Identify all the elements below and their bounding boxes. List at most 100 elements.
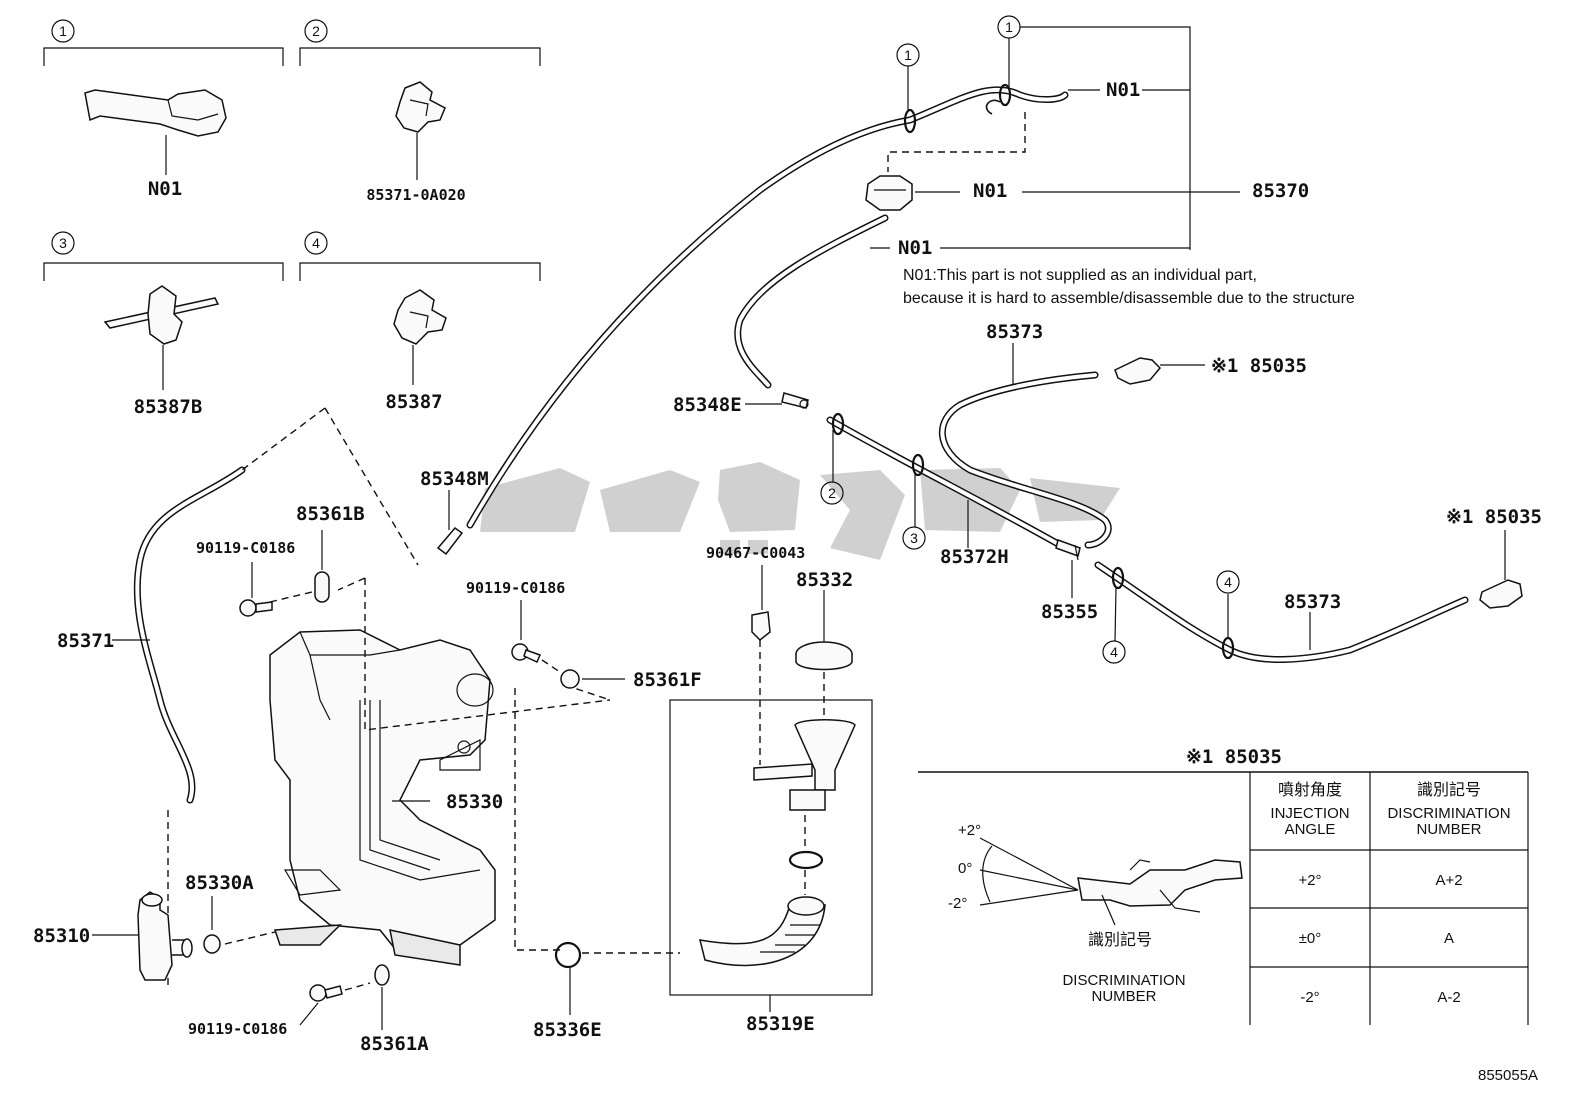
label-90119-C0186-b: 90119-C0186 (466, 579, 565, 597)
row3-disc: A-2 (1437, 989, 1460, 1006)
label-85035-lower: ※1 85035 (1446, 506, 1542, 528)
washer-pump-85310 (137, 891, 193, 981)
label-85035-upper: ※1 85035 (1211, 355, 1307, 377)
label-n01-nozzle-body: N01 (973, 180, 1007, 202)
row1-angle: +2° (1298, 872, 1321, 889)
label-85336E: 85336E (533, 1019, 602, 1041)
label-85373-upper: 85373 (986, 321, 1043, 343)
oring-85336E (554, 941, 582, 969)
grommet-85361A (374, 964, 390, 986)
row3-angle: -2° (1300, 989, 1319, 1006)
hose-short-nozzle (734, 214, 889, 389)
hose-upper-main (466, 86, 1069, 529)
inset-callout-3: 3 85387B (43, 231, 284, 418)
row2-disc: A (1444, 930, 1454, 947)
label-85348M: 85348M (420, 468, 489, 490)
angle-illustration: +2° 0° -2° 識別記号 DISCRIMINATION NUMBER (948, 822, 1243, 1005)
label-85330A: 85330A (185, 872, 254, 894)
connector-85355 (1055, 539, 1081, 561)
header-injection-angle-jp: 噴射角度 (1278, 780, 1342, 799)
header-discrimination-jp: 識別記号 (1417, 780, 1481, 799)
label-85372H: 85372H (940, 546, 1009, 568)
angle-zero: 0° (958, 860, 972, 877)
hose-85373-upper (939, 371, 1112, 549)
label-85387B: 85387B (134, 396, 203, 418)
inset-callout-1: 1 N01 (43, 19, 284, 200)
svg-text:4: 4 (1110, 644, 1118, 660)
grommet-85361F (560, 669, 580, 689)
nozzle-cover-drawing (84, 89, 227, 137)
angle-minus2: -2° (948, 895, 967, 912)
cap-85332 (795, 641, 853, 671)
table-title: ※1 85035 (1186, 746, 1282, 768)
clip-with-strap-drawing (103, 285, 220, 345)
clip-90467-C0043 (751, 611, 771, 642)
label-85370: 85370 (1252, 180, 1309, 202)
header-discrimination-en1: DISCRIMINATION (1387, 805, 1510, 822)
svg-text:3: 3 (910, 530, 918, 546)
label-85332: 85332 (796, 569, 853, 591)
label-85371-0A020: 85371-0A020 (366, 186, 465, 204)
bolt-90119-C0186-c (309, 984, 343, 1002)
label-85330: 85330 (446, 791, 503, 813)
connector-85348M (436, 526, 464, 556)
svg-text:1: 1 (1005, 19, 1013, 35)
label-90467-C0043: 90467-C0043 (706, 544, 805, 562)
box-85319E (669, 699, 873, 996)
bolt-90119-C0186-a (239, 599, 273, 617)
svg-text:2: 2 (828, 485, 836, 501)
label-85348E: 85348E (673, 394, 742, 416)
filler-neck-85319E (698, 719, 856, 967)
label-85387: 85387 (385, 391, 442, 413)
clip-drawing (395, 81, 446, 133)
injection-angle-table: ※1 85035 噴射角度 INJECTION ANGLE 識別記号 DISCR… (918, 746, 1529, 1025)
row1-disc: A+2 (1435, 872, 1462, 889)
label-90119-C0186-c: 90119-C0186 (188, 1020, 287, 1038)
connector-85348E (781, 392, 809, 409)
clip-ring (903, 108, 917, 134)
label-85373-lower: 85373 (1284, 591, 1341, 613)
svg-text:3: 3 (59, 235, 67, 251)
label-85361F: 85361F (633, 669, 702, 691)
label-90119-C0186-a: 90119-C0186 (196, 539, 295, 557)
label-85310: 85310 (33, 925, 90, 947)
label-85371: 85371 (57, 630, 114, 652)
bolt-90119-C0186-b (511, 643, 542, 664)
label-85319E: 85319E (746, 1013, 815, 1035)
figure-id: 855055A (1478, 1067, 1538, 1084)
nozzle-85035-upper (1114, 357, 1162, 385)
nozzle-85035-lower (1479, 579, 1523, 609)
svg-text:4: 4 (312, 235, 320, 251)
hose-85371 (133, 466, 246, 804)
label-n01-nozzle: N01 (1106, 79, 1140, 101)
inset-callout-4: 4 85387 (299, 231, 541, 413)
label-n01-hose: N01 (898, 237, 932, 259)
nozzle-85370-drawing (865, 175, 913, 211)
disc-label-en1: DISCRIMINATION (1062, 972, 1185, 989)
svg-text:1: 1 (904, 47, 912, 63)
svg-text:4: 4 (1224, 574, 1232, 590)
callout-number: 1 (59, 23, 67, 39)
clip-drawing-85387 (393, 289, 447, 345)
hose-85373-lower (1094, 561, 1469, 663)
angle-plus2: +2° (958, 822, 981, 839)
grommet-85361B (314, 571, 330, 603)
header-injection-angle-en2: ANGLE (1285, 821, 1336, 838)
inset-callout-2: 2 85371-0A020 (299, 19, 541, 204)
grommet-85330A (203, 934, 221, 954)
row2-angle: ±0° (1299, 930, 1322, 947)
disc-label-en2: NUMBER (1091, 988, 1156, 1005)
label-85355: 85355 (1041, 601, 1098, 623)
note-n01-line1: N01:This part is not supplied as an indi… (903, 267, 1257, 284)
header-injection-angle-en1: INJECTION (1270, 805, 1349, 822)
label-85361B: 85361B (296, 503, 365, 525)
label-85361A: 85361A (360, 1033, 429, 1055)
header-discrimination-en2: NUMBER (1416, 821, 1481, 838)
washer-tank-85330 (269, 629, 496, 966)
note-n01-line2: because it is hard to assemble/disassemb… (903, 290, 1355, 307)
svg-text:2: 2 (312, 23, 320, 39)
hose-85372H (826, 416, 1064, 549)
label-n01-inset1: N01 (148, 178, 182, 200)
disc-label-jp: 識別記号 (1088, 930, 1152, 949)
